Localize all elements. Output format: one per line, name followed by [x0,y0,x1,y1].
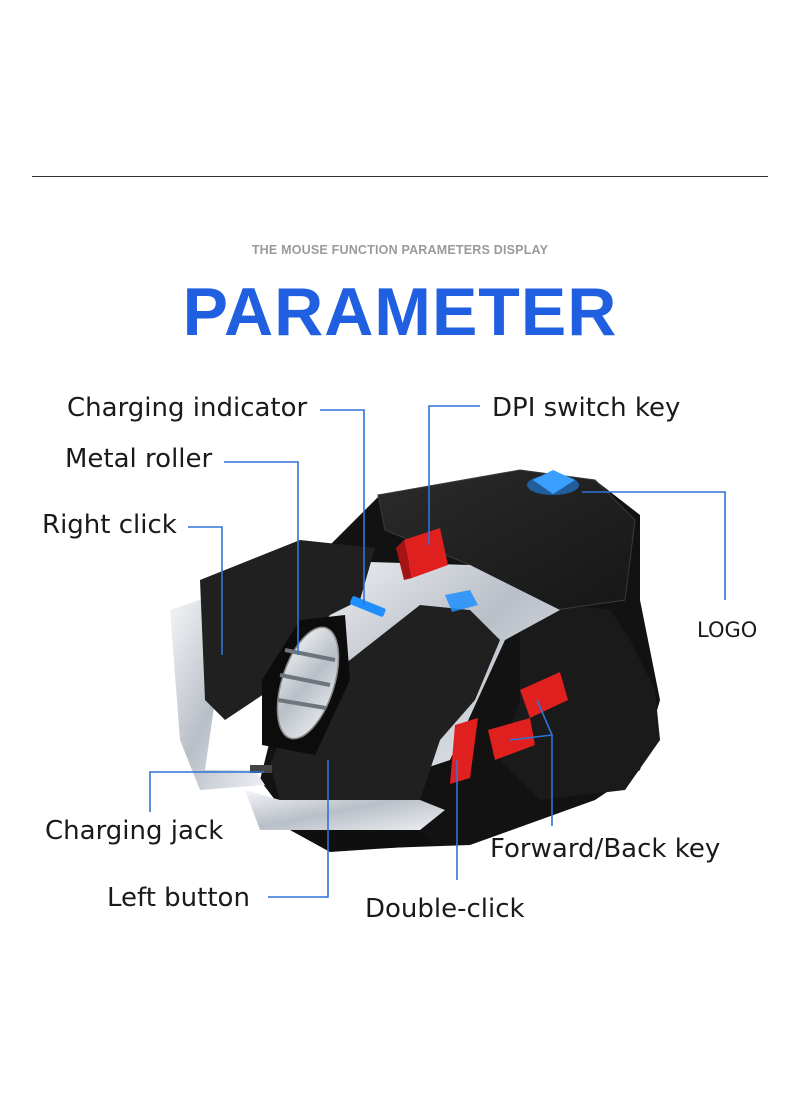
callout-charging-indicator: Charging indicator [67,393,308,423]
forward-key [520,672,568,718]
right-click-panel [200,540,375,720]
logo-emblem [527,470,579,495]
metal-side-frame [170,598,265,790]
charging-indicator-light [350,596,386,617]
leader-charging-jack [149,771,264,812]
dpi-switch-key [404,528,448,578]
page-title: PARAMETER [182,274,618,350]
leader-left-button [268,760,329,898]
callout-left-button: Left button [107,883,250,913]
metal-front-lip [245,790,445,830]
callout-logo: LOGO [697,618,758,642]
top-divider [32,176,768,177]
leader-forward-back-key [509,699,554,826]
left-button-panel [270,605,500,800]
callout-forward-back-key: Forward/Back key [490,834,721,864]
charging-jack-port [250,765,272,773]
callout-double-click: Double-click [365,894,525,924]
leader-metal-roller [224,461,299,655]
callout-dpi-switch-key: DPI switch key [492,393,681,423]
leader-charging-indicator [320,409,365,605]
leader-dpi-switch-key [428,405,480,545]
leader-right-click [188,526,223,655]
leader-logo [582,491,726,600]
leader-lines [149,405,726,898]
callout-right-click: Right click [42,510,177,540]
callout-charging-jack: Charging jack [45,816,224,846]
mouse-front-chin [290,830,435,852]
page-subtitle: THE MOUSE FUNCTION PARAMETERS DISPLAY [251,243,549,257]
callout-metal-roller: Metal roller [65,444,213,474]
mouse-side-wing [500,600,660,800]
gaming-mouse-illustration [170,469,660,852]
back-key [488,718,535,760]
